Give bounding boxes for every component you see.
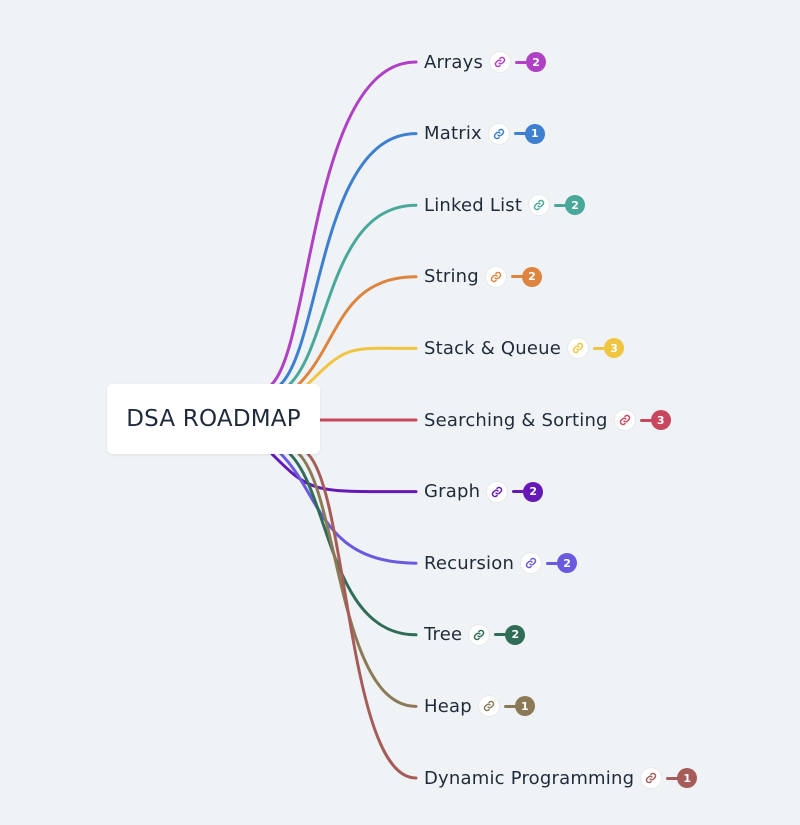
link-icon[interactable] xyxy=(487,481,508,502)
collapse-connector xyxy=(666,776,679,780)
topic-label: Arrays xyxy=(424,51,484,73)
child-count-badge[interactable]: 1 xyxy=(524,123,545,144)
collapse-connector xyxy=(515,60,528,64)
link-icon[interactable] xyxy=(485,266,506,287)
topic-node-recursion[interactable]: Recursion 2 xyxy=(424,548,578,578)
branch-arrays xyxy=(270,60,418,386)
child-count-badge[interactable]: 2 xyxy=(523,481,544,502)
child-count-badge[interactable]: 2 xyxy=(526,52,547,72)
topic-node-matrix[interactable]: Matrix 1 xyxy=(424,119,545,149)
topic-node-tree[interactable]: Tree 2 xyxy=(424,620,526,650)
topic-node-stack-and-queue[interactable]: Stack & Queue 3 xyxy=(424,333,625,363)
topic-node-string[interactable]: String 2 xyxy=(424,262,542,292)
collapse-connector xyxy=(503,704,516,708)
topic-label: String xyxy=(424,266,479,288)
collapse-connector xyxy=(494,633,507,637)
collapse-connector xyxy=(512,490,525,494)
child-count-badge[interactable]: 2 xyxy=(505,624,526,645)
collapse-connector xyxy=(513,132,526,136)
branch-string xyxy=(297,275,418,386)
collapse-connector xyxy=(639,418,652,422)
link-icon[interactable] xyxy=(529,195,550,216)
topic-node-arrays[interactable]: Arrays 2 xyxy=(424,47,547,77)
branch-matrix xyxy=(279,132,418,386)
child-count-badge[interactable]: 1 xyxy=(514,696,535,717)
branch-tree xyxy=(288,452,418,637)
topic-label: Matrix xyxy=(424,123,482,145)
root-node[interactable]: DSA ROADMAP xyxy=(107,384,320,454)
link-icon[interactable] xyxy=(469,624,490,645)
topic-label: Linked List xyxy=(424,194,523,216)
branch-linked-list xyxy=(288,203,418,386)
branch-dynamic-programming xyxy=(306,452,418,780)
topic-label: Tree xyxy=(424,624,463,646)
topic-node-graph[interactable]: Graph 2 xyxy=(424,477,544,507)
topic-label: Stack & Queue xyxy=(424,337,562,359)
collapse-connector xyxy=(510,275,523,279)
topic-label: Dynamic Programming xyxy=(424,767,635,789)
link-icon[interactable] xyxy=(568,338,589,359)
topic-label: Heap xyxy=(424,695,472,717)
collapse-connector xyxy=(546,561,559,565)
child-count-badge[interactable]: 3 xyxy=(604,338,625,359)
link-icon[interactable] xyxy=(488,123,509,144)
topic-node-dynamic-programming[interactable]: Dynamic Programming 1 xyxy=(424,763,698,793)
child-count-badge[interactable]: 1 xyxy=(677,768,698,788)
topic-label: Graph xyxy=(424,481,481,503)
link-icon[interactable] xyxy=(521,553,542,574)
link-icon[interactable] xyxy=(490,52,511,72)
child-count-badge[interactable]: 3 xyxy=(650,410,671,430)
branch-stack-and-queue xyxy=(306,346,418,386)
topic-node-searching-and-sorting[interactable]: Searching & Sorting 3 xyxy=(424,405,671,435)
child-count-badge[interactable]: 2 xyxy=(565,195,586,216)
root-label: DSA ROADMAP xyxy=(126,406,301,432)
branch-graph xyxy=(270,452,418,494)
collapse-connector xyxy=(593,346,606,350)
topic-label: Searching & Sorting xyxy=(424,409,608,431)
topic-node-linked-list[interactable]: Linked List 2 xyxy=(424,190,586,220)
child-count-badge[interactable]: 2 xyxy=(521,266,542,287)
collapse-connector xyxy=(554,203,567,207)
child-count-badge[interactable]: 2 xyxy=(557,553,578,574)
branch-heap xyxy=(297,452,418,708)
topic-label: Recursion xyxy=(424,552,515,574)
link-icon[interactable] xyxy=(614,410,635,430)
link-icon[interactable] xyxy=(641,768,662,788)
topic-node-heap[interactable]: Heap 1 xyxy=(424,691,535,721)
link-icon[interactable] xyxy=(478,696,499,717)
